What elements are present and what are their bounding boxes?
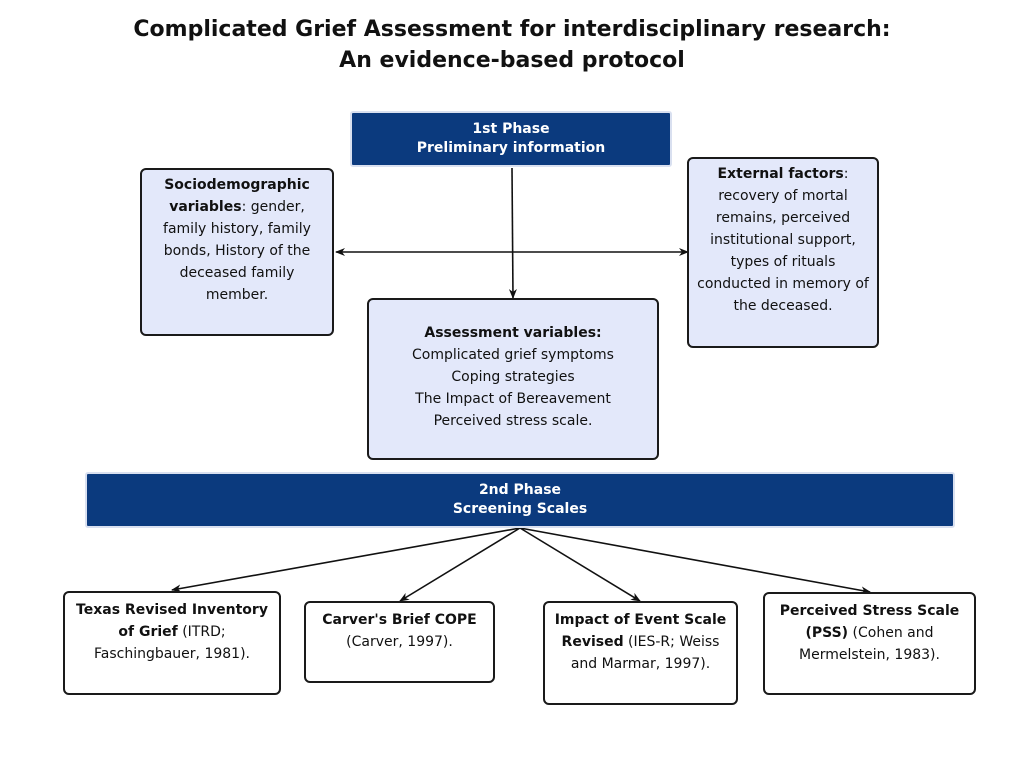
scale-ies-label: Impact of Event Scale Revised xyxy=(554,612,727,650)
scale-cope-label: Carver's Brief COPE xyxy=(322,612,477,628)
scale-texas-label: Texas Revised Inventory of Grief xyxy=(76,602,268,640)
scale-pss-box: Perceived Stress Scale (PSS) (Cohen and … xyxy=(763,592,976,695)
external-factors-text: : recovery of mortal remains, perceived … xyxy=(697,166,869,314)
sociodemographic-label: Sociodemographic variables xyxy=(164,177,310,215)
assessment-variables-box: Assessment variables: Complicated grief … xyxy=(367,298,659,460)
arrow-to-pss xyxy=(519,527,871,595)
phase1-subtitle: Preliminary information xyxy=(416,140,606,156)
assessment-item: The Impact of Bereavement xyxy=(415,391,611,407)
sociodemographic-box: Sociodemographic variables: gender, fami… xyxy=(140,168,334,336)
phase2-title: 2nd Phase xyxy=(478,482,562,498)
scale-texas-box: Texas Revised Inventory of Grief (ITRD; … xyxy=(63,591,281,695)
external-factors-label: External factors xyxy=(717,166,844,182)
scale-pss-label: Perceived Stress Scale (PSS) xyxy=(779,603,960,641)
sociodemographic-text: : gender, family history, family bonds, … xyxy=(163,199,311,303)
arrow-to-ies xyxy=(519,527,641,602)
phase2-subtitle: Screening Scales xyxy=(452,501,588,517)
scale-texas-text: (ITRD; Faschingbauer, 1981). xyxy=(93,624,250,662)
assessment-item: Coping strategies xyxy=(451,369,575,385)
phase2-header: 2nd Phase Screening Scales xyxy=(85,472,955,528)
assessment-item: Perceived stress scale. xyxy=(433,413,593,429)
scale-ies-text: (IES-R; Weiss and Marmar, 1997). xyxy=(570,634,720,672)
phase1-title: 1st Phase xyxy=(472,121,550,137)
assessment-item: Complicated grief symptoms xyxy=(412,347,614,363)
scale-ies-box: Impact of Event Scale Revised (IES-R; We… xyxy=(543,601,738,705)
arrow-phase1-to-assessment xyxy=(508,167,517,299)
page-title: Complicated Grief Assessment for interdi… xyxy=(0,14,1024,76)
phase1-header: 1st Phase Preliminary information xyxy=(350,111,672,167)
title-line-1: Complicated Grief Assessment for interdi… xyxy=(133,17,891,42)
arrow-to-texas xyxy=(171,527,521,593)
scale-cope-box: Carver's Brief COPE (Carver, 1997). xyxy=(304,601,495,683)
external-factors-box: External factors: recovery of mortal rem… xyxy=(687,157,879,348)
scale-cope-text: (Carver, 1997). xyxy=(346,634,453,650)
assessment-label: Assessment variables: xyxy=(424,325,602,341)
scale-pss-text: (Cohen and Mermelstein, 1983). xyxy=(799,625,940,663)
title-line-2: An evidence-based protocol xyxy=(339,48,685,73)
arrow-to-cope xyxy=(399,527,521,602)
